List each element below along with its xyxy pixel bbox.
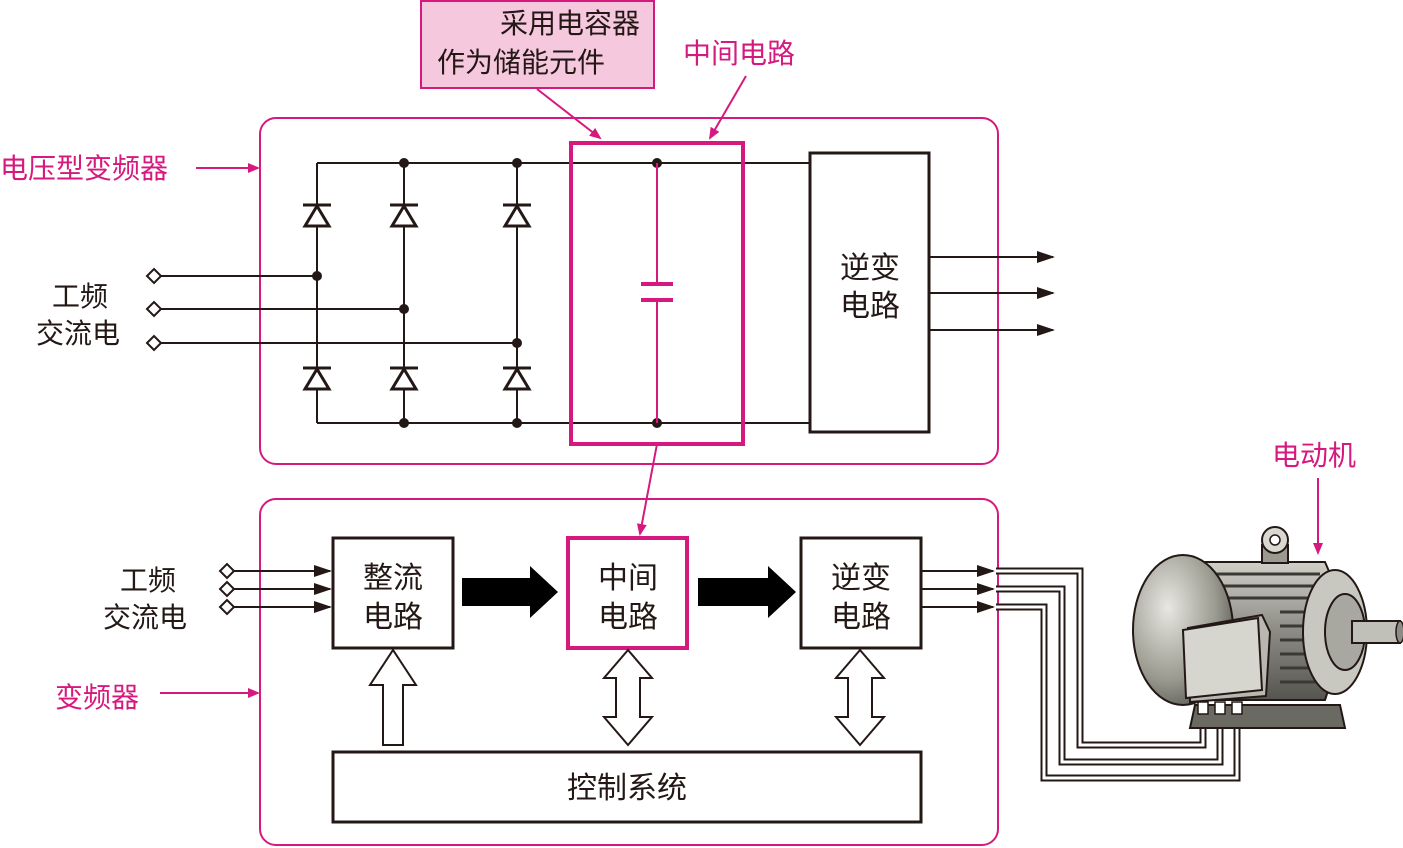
mains-input-top: 工频 交流电 — [36, 267, 517, 352]
mains-input-bottom: 工频 交流电 — [103, 562, 332, 634]
rectifier-line2: 电路 — [363, 600, 423, 635]
inverter-panel: 变频器 工频 交流电 整流 电路 中间 电路 — [55, 498, 999, 846]
control-system-label: 控制系统 — [567, 771, 687, 806]
junction-dots — [312, 158, 662, 428]
rectifier-line1: 整流 — [363, 561, 423, 596]
mains-label-line2: 交流电 — [36, 317, 120, 350]
top-inverter-line1: 逆变 — [840, 251, 900, 286]
intermediate-circuit-label: 中间电路 — [683, 37, 795, 70]
intermediate-line2: 电路 — [598, 600, 658, 635]
diode-icon — [302, 203, 332, 228]
bottom-inverter-line1: 逆变 — [831, 561, 891, 596]
capacitor-callout: 采用电容器 作为储能元件 — [420, 0, 655, 140]
mains-bottom-line1: 工频 — [120, 564, 176, 597]
diode-icon — [502, 366, 532, 391]
bottom-output-arrows — [921, 565, 995, 613]
bottom-inverter-line2: 电路 — [831, 600, 891, 635]
top-output-arrows — [929, 251, 1055, 336]
terminal-2 — [145, 300, 163, 318]
diode-icon — [389, 203, 419, 228]
rectifier-bridge — [302, 203, 532, 391]
inverter-label: 变频器 — [55, 681, 139, 714]
diode-icon — [302, 366, 332, 391]
flow-arrow-2 — [698, 566, 796, 618]
top-inverter-line2: 电路 — [840, 289, 900, 324]
callout-pointer — [536, 88, 602, 140]
capacitor-icon — [641, 282, 673, 302]
up-hollow-arrow — [368, 648, 418, 746]
intermediate-block: 中间 电路 — [566, 536, 689, 650]
bottom-inverter-block: 逆变 电路 — [799, 536, 923, 650]
voltage-inverter-label: 电压型变频器 — [0, 152, 168, 185]
highlight-to-block-pointer — [636, 443, 658, 536]
terminal-1 — [145, 267, 163, 285]
voltage-inverter-panel: 电压型变频器 工频 交流电 — [0, 117, 1055, 465]
dc-bus — [316, 162, 810, 424]
motor-icon — [1132, 526, 1403, 729]
motor-label: 电动机 — [1272, 439, 1356, 472]
diode-icon — [389, 366, 419, 391]
top-inverter-block: 逆变 电路 — [808, 151, 931, 434]
rectifier-block: 整流 电路 — [331, 536, 455, 650]
double-hollow-arrow-2 — [833, 648, 887, 747]
intermediate-circuit-highlight — [569, 141, 745, 446]
intermediate-line1: 中间 — [598, 561, 658, 596]
callout-line1: 采用电容器 — [500, 7, 640, 40]
mains-label-line1: 工频 — [52, 280, 108, 313]
diode-icon — [502, 203, 532, 228]
callout-line2: 作为储能元件 — [437, 46, 605, 79]
terminal-3 — [145, 334, 163, 352]
intermediate-label-pointer — [708, 75, 747, 140]
double-hollow-arrow-1 — [601, 648, 655, 747]
flow-arrow-1 — [462, 566, 558, 618]
motor-cables — [996, 567, 1241, 782]
mains-bottom-line2: 交流电 — [103, 601, 187, 634]
control-system-block: 控制系统 — [331, 750, 923, 824]
